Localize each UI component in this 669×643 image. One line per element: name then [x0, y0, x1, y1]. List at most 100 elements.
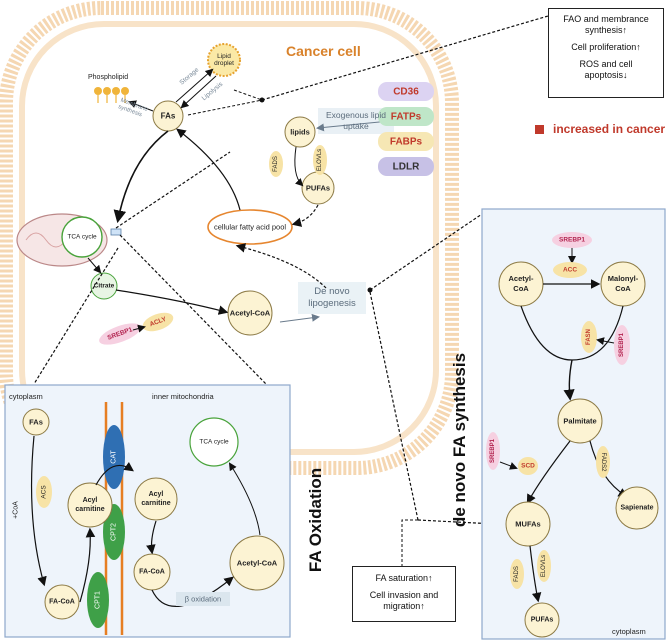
fads-cell-label: FADS — [273, 156, 279, 172]
pool-label: cellular fatty acid pool — [213, 222, 287, 232]
syn-pufas-node — [524, 602, 560, 638]
legend-text: increased in cancer — [553, 122, 666, 136]
mufas-label: MUFAs — [515, 519, 541, 529]
fads2-badge — [596, 446, 610, 478]
phospholipid-label: Phospholipid — [88, 74, 129, 81]
elovls-syn-badge — [537, 550, 551, 582]
srebp1-mid-label: SREBP1 — [619, 332, 625, 358]
phospholipid-icon — [94, 87, 129, 103]
citrate-node — [90, 272, 118, 300]
transporter-label-cd36: CD36 — [393, 86, 419, 97]
ox-tca-label: TCA cycle — [199, 438, 229, 446]
ox-cytoplasm-label: cytoplasm — [9, 392, 43, 401]
transporter-stack — [378, 82, 434, 176]
fads-cell-badge — [269, 151, 283, 177]
lipids-label: lipids — [290, 127, 310, 137]
cell-title: Cancer cell — [286, 43, 361, 59]
exogenous-label: Exogenous lipid uptake — [325, 110, 386, 131]
fads-syn-badge — [510, 559, 524, 589]
acetyl-coa-cell-label: Acetyl-CoA — [229, 308, 271, 318]
pufas-cell-label: PUFAs — [305, 183, 331, 193]
elovls-syn-label: ELOVLs — [541, 554, 547, 578]
cpt1-label: CPT1 — [94, 591, 102, 609]
srebp1-mid-badge — [614, 325, 630, 365]
fa-oxidation-title: FA Oxidation — [306, 467, 325, 573]
transporter-fatps — [378, 107, 434, 126]
cpt1-transporter — [87, 572, 109, 628]
elovls-cell-label: ELOVLs — [317, 148, 323, 172]
sapienate-node — [615, 486, 659, 530]
legend-swatch — [535, 125, 544, 134]
fao-effects-box: FAO and membrance synthesis↑ Cell prolif… — [548, 8, 664, 98]
ox-acetyl-coa-label: Acetyl-CoA — [236, 558, 278, 568]
mufa-line-2: Cell invasion and migration↑ — [369, 590, 439, 611]
mufa-effects-box: FA saturation↑ Cell invasion and migrati… — [352, 566, 456, 622]
fads2-label: FADS2 — [600, 452, 606, 472]
ox-acetyl-coa — [229, 535, 285, 591]
lipids-node — [284, 116, 316, 148]
fao-line-3: ROS and cell apoptosis↓ — [579, 59, 633, 80]
transporter-cd36 — [378, 82, 434, 101]
transporter-label-fatps: FATPs — [390, 111, 422, 122]
cpt2-label: CPT2 — [110, 523, 118, 541]
ox-fa-coa-right-label: FA-CoA — [139, 568, 165, 576]
acyl-carnitine-right — [134, 477, 178, 521]
syn-cytoplasm-label: cytoplasm — [612, 627, 646, 636]
palmitate-node — [557, 398, 603, 444]
fas-label: FAs — [160, 111, 176, 121]
tca-cycle-label: TCA cycle — [67, 233, 97, 241]
fasn-badge — [581, 321, 597, 353]
coa-label: +CoA — [12, 501, 20, 519]
srebp1-cell-badge — [99, 323, 141, 345]
fatty-acid-pool — [207, 209, 293, 245]
acs-label: ACS — [40, 485, 48, 499]
scd-label: SCD — [521, 462, 535, 470]
fao-line-2: Cell proliferation↑ — [571, 42, 641, 52]
ox-fa-coa-left — [44, 584, 80, 620]
synthesis-title: de novo FA synthesis — [450, 352, 469, 528]
ox-fas-node — [22, 408, 50, 436]
citrate-label: Citrate — [93, 282, 115, 290]
srebp1-top-badge — [552, 232, 592, 248]
transporter-ldlr — [378, 157, 434, 176]
acly-badge — [142, 312, 174, 332]
transporter-label-ldlr: LDLR — [392, 161, 420, 172]
cpt2-transporter — [103, 504, 125, 560]
srebp1-left-badge — [486, 432, 500, 470]
syn-malonyl-coa-label: Malonyl-CoA — [607, 274, 639, 293]
acc-badge — [553, 262, 587, 278]
fads-syn-label: FADS — [514, 566, 520, 582]
srebp1-top-label: SREBP1 — [558, 236, 586, 244]
syn-pufas-label: PUFAs — [530, 616, 554, 624]
elovls-cell-badge — [313, 145, 327, 175]
srebp1-left-label: SREBP1 — [490, 438, 496, 464]
acyl-carnitine-left — [67, 482, 113, 528]
mufas-node — [505, 501, 551, 547]
transporter-fabps — [378, 132, 434, 151]
syn-acetyl-coa-label: Acetyl-CoA — [508, 274, 534, 293]
ox-fas-label: FAs — [29, 417, 43, 427]
lipid-droplet-label: Lipid droplet — [214, 53, 234, 67]
beta-oxidation-box — [176, 592, 230, 606]
ox-tca-circle — [189, 417, 239, 467]
beta-oxidation-label: β oxidation — [184, 594, 222, 604]
de-novo-box — [298, 282, 366, 314]
lipid-droplet-icon — [207, 43, 241, 77]
palmitate-label: Palmitate — [563, 416, 597, 426]
fao-line-1: FAO and membrance synthesis↑ — [563, 14, 649, 35]
sapienate-label: Sapienate — [620, 504, 654, 512]
acyl-carnitine-right-label: Acyl carnitine — [141, 491, 171, 507]
cat-transporter — [103, 425, 125, 489]
transporter-label-fabps: FABPs — [389, 136, 423, 147]
scd-badge — [518, 457, 538, 475]
de-novo-label: De novo lipogenesis — [308, 286, 356, 309]
ox-fa-coa-left-label: FA-CoA — [49, 598, 75, 606]
fasn-label: FASN — [586, 328, 592, 346]
cat-label: CAT — [110, 450, 118, 464]
tca-cycle-circle — [61, 216, 103, 258]
ox-inner-mito-label: inner mitochondria — [152, 392, 214, 401]
acyl-carnitine-left-label: Acyl carnitine — [75, 497, 105, 513]
acs-badge — [36, 476, 52, 508]
acc-label: ACC — [562, 266, 578, 274]
